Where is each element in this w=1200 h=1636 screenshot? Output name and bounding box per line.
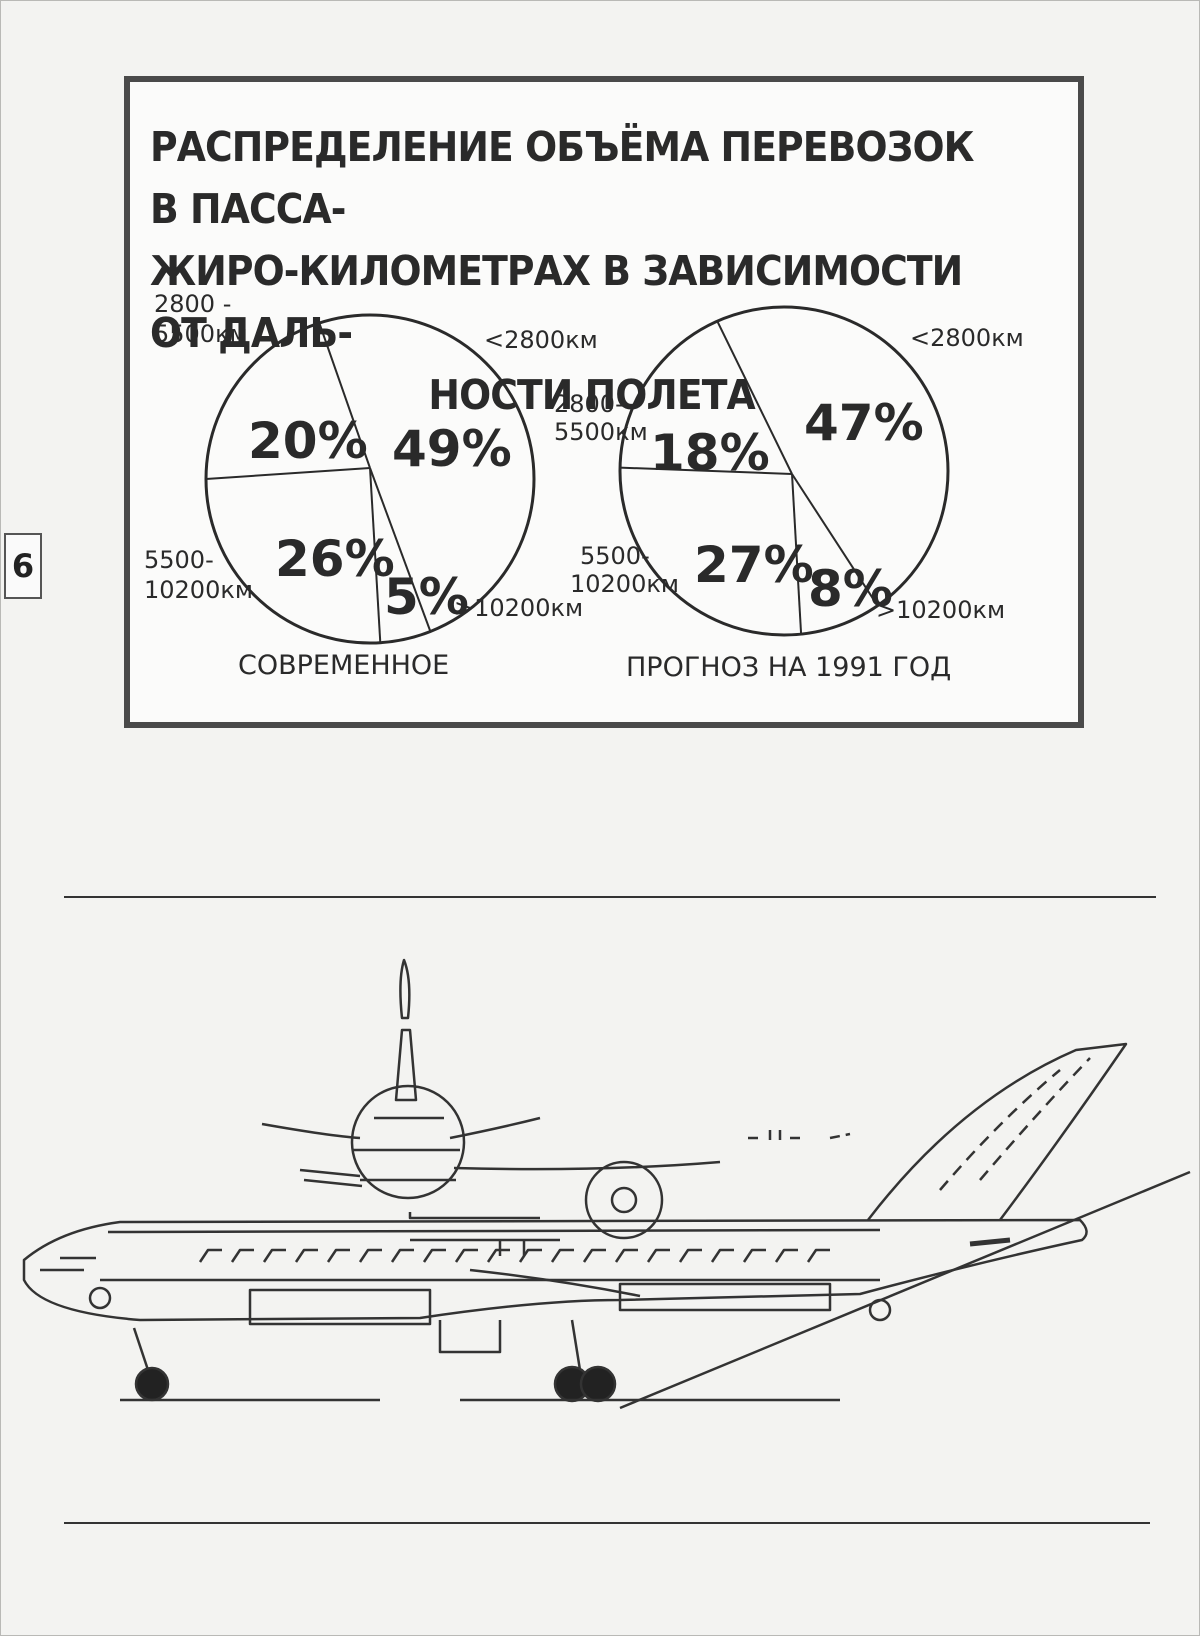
pie1-label-2800-5500-b: 5500км (154, 320, 248, 348)
pie1-slice-divider (318, 322, 371, 469)
pie2-label-gt10200: >10200км (876, 596, 1005, 624)
pie2-label-5500-10200-a: 5500- (580, 542, 650, 570)
main-gear-wheel-2 (579, 1365, 617, 1403)
pie2-outline (618, 305, 950, 637)
chart-title: РАСПРЕДЕЛЕНИЕ ОБЪЁМА ПЕРЕВОЗОК В ПАССА- … (150, 116, 978, 426)
side-view-wing-root (469, 1268, 641, 1298)
nose-gear-strut (132, 1327, 150, 1371)
pie1-label-5500-10200-a: 5500- (144, 546, 214, 574)
front-view-engine (584, 1160, 664, 1240)
pie2-caption: ПРОГНОЗ НА 1991 ГОД (626, 652, 951, 683)
pie1-label-2800-5500-a: 2800 - (154, 290, 231, 318)
front-view-fin (394, 1028, 418, 1102)
side-view-cargo-fwd (248, 1288, 432, 1326)
side-view-fuselage (22, 1218, 1088, 1322)
pie1-pct-49: 49% (392, 420, 512, 478)
pie2-label-lt2800: <2800км (910, 324, 1024, 352)
front-view-lower-wing (299, 1160, 721, 1188)
pie1-label-5500-10200-b: 10200км (144, 576, 253, 604)
pie-chart-forecast: 18% 47% 27% 8% 2800- 5500км <2800км 5500… (554, 305, 1024, 683)
top-rule (64, 896, 1156, 898)
pie2-slice-divider (791, 473, 803, 635)
page-number: 6 (4, 533, 42, 599)
pie2-label-2800-5500-a: 2800- (554, 390, 624, 418)
main-gear-strut (570, 1319, 582, 1371)
side-view-wing-fairing (438, 1320, 502, 1354)
pie1-slice-divider (369, 467, 432, 632)
pie1-slice-divider (205, 467, 371, 480)
pie2-label-2800-5500-b: 5500км (554, 418, 648, 446)
pie1-pct-5: 5% (384, 568, 469, 626)
pie1-label-lt2800: <2800км (484, 326, 598, 354)
front-view-floor (352, 1116, 460, 1182)
side-view-cockpit (40, 1256, 96, 1272)
tail-fin-spar-2 (939, 1069, 1061, 1191)
tail-skid (868, 1298, 892, 1322)
pie-charts: 20% 49% 26% 5% 2800 - 5500км <2800км 550… (144, 290, 1024, 683)
front-view-fin-top (399, 958, 411, 1020)
pie2-pct-27: 27% (694, 536, 814, 594)
pie2-pct-8: 8% (808, 560, 893, 618)
pie1-pct-20: 20% (248, 412, 368, 470)
rotation-line (619, 1170, 1191, 1410)
side-view-seats (198, 1248, 830, 1263)
pie-chart-current: 20% 49% 26% 5% 2800 - 5500км <2800км 550… (144, 290, 598, 681)
pie2-label-5500-10200-b: 10200км (570, 570, 679, 598)
bottom-rule (64, 1522, 1150, 1524)
title-line-1: РАСПРЕДЕЛЕНИЕ ОБЪЁМА ПЕРЕВОЗОК В ПАССА- (150, 123, 974, 233)
chart-frame: РАСПРЕДЕЛЕНИЕ ОБЪЁМА ПЕРЕВОЗОК В ПАССА- … (124, 76, 1084, 728)
front-view-gear (498, 1240, 526, 1256)
pie2-slice-divider (716, 320, 793, 475)
pie1-slice-divider (369, 467, 382, 643)
side-view-cargo-aft (618, 1282, 832, 1312)
nose-gear-wheel (134, 1366, 170, 1402)
aircraft-drawing (22, 958, 1191, 1410)
front-view-gear-line (408, 1212, 560, 1242)
pie2-pct-18: 18% (650, 424, 770, 482)
front-view-wing (261, 1116, 541, 1140)
pie1-label-gt10200: >10200км (454, 594, 583, 622)
pie2-slice-divider (791, 473, 879, 607)
pie2-slice-divider (619, 466, 793, 475)
pie1-pct-26: 26% (275, 530, 395, 588)
front-view-wingtip (748, 1130, 851, 1146)
side-view-door-window (88, 1286, 112, 1310)
pie1-caption: СОВРЕМЕННОЕ (238, 650, 449, 681)
side-view-tail-fin (867, 1042, 1128, 1221)
front-view-fuselage (350, 1084, 466, 1200)
tail-engine-exhaust (969, 1237, 1011, 1247)
side-view-cabin (100, 1228, 881, 1282)
front-view-engine-hub (610, 1186, 638, 1214)
pie2-pct-47: 47% (804, 394, 924, 452)
tail-fin-spar (979, 1057, 1091, 1181)
title-line-2: ЖИРО-КИЛОМЕТРАХ В ЗАВИСИМОСТИ ОТ ДАЛЬ- (150, 247, 963, 357)
title-line-3: НОСТИ ПОЛЕТА (428, 371, 755, 419)
